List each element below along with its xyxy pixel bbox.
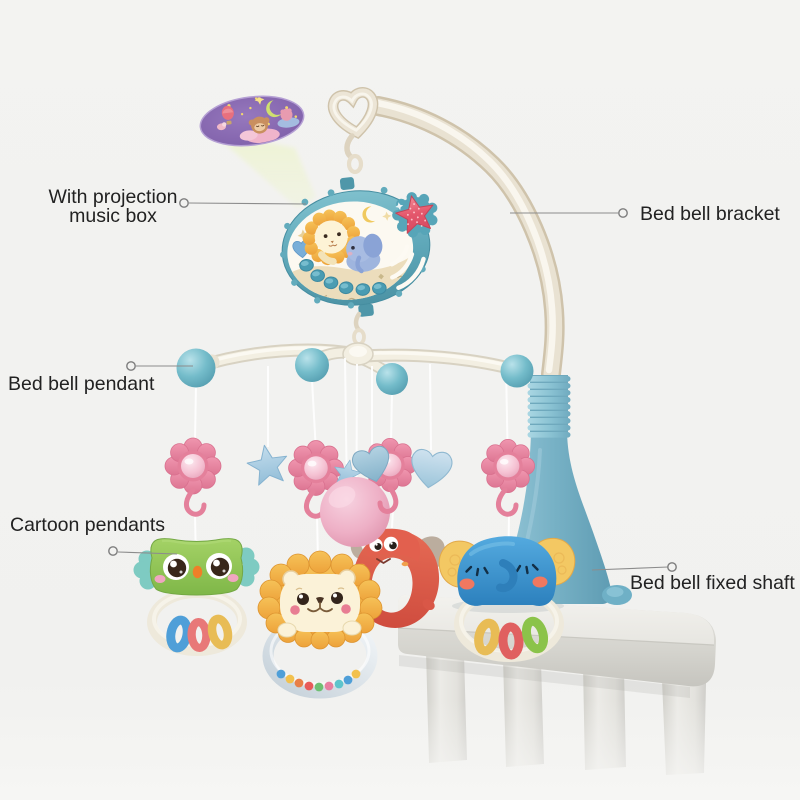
heart-hanger [327, 87, 379, 175]
label-music-box: music box [69, 205, 157, 227]
night-sky-projection [199, 94, 305, 147]
flower-3-hook [377, 485, 399, 514]
pendant-bar [176, 342, 534, 563]
callout-bed-bell-bracket: Bed bell bracket [510, 203, 780, 225]
bar-ball-left [176, 348, 216, 388]
lion-pendant [257, 550, 383, 699]
callout-cartoon-pendants: Cartoon pendants [10, 514, 178, 556]
bar-ball-right [500, 354, 534, 388]
callouts: With projection music box Bed bell brack… [8, 186, 795, 594]
projection-beam [211, 131, 316, 208]
callout-projection-music-box: With projection music box [49, 186, 307, 227]
bracket-arm [368, 96, 565, 384]
flower-pendant-4 [480, 438, 536, 517]
owl-pendant [133, 538, 260, 656]
elephant-pendant [438, 536, 576, 662]
star-button [392, 192, 438, 238]
callout-bed-bell-fixed-shaft: Bed bell fixed shaft [591, 562, 795, 594]
label-with-projection: With projection [49, 186, 178, 208]
pendants [133, 437, 576, 699]
pink-ball-pendant [320, 477, 390, 547]
crib-rail [390, 594, 800, 800]
callout-bed-bell-pendant: Bed bell pendant [8, 361, 193, 395]
bar-ball-front [376, 363, 408, 395]
label-bed-bell-bracket: Bed bell bracket [640, 203, 780, 225]
bar-ball-back [295, 348, 329, 382]
label-bed-bell-pendant: Bed bell pendant [8, 373, 155, 395]
music-box-elephant-art [346, 233, 383, 274]
label-cartoon-pendants: Cartoon pendants [10, 514, 165, 536]
label-bed-bell-fixed-shaft: Bed bell fixed shaft [630, 572, 795, 594]
flower-pendant-1 [164, 437, 222, 517]
ribbed-shaft [527, 375, 571, 438]
music-box-buttons [299, 258, 387, 296]
